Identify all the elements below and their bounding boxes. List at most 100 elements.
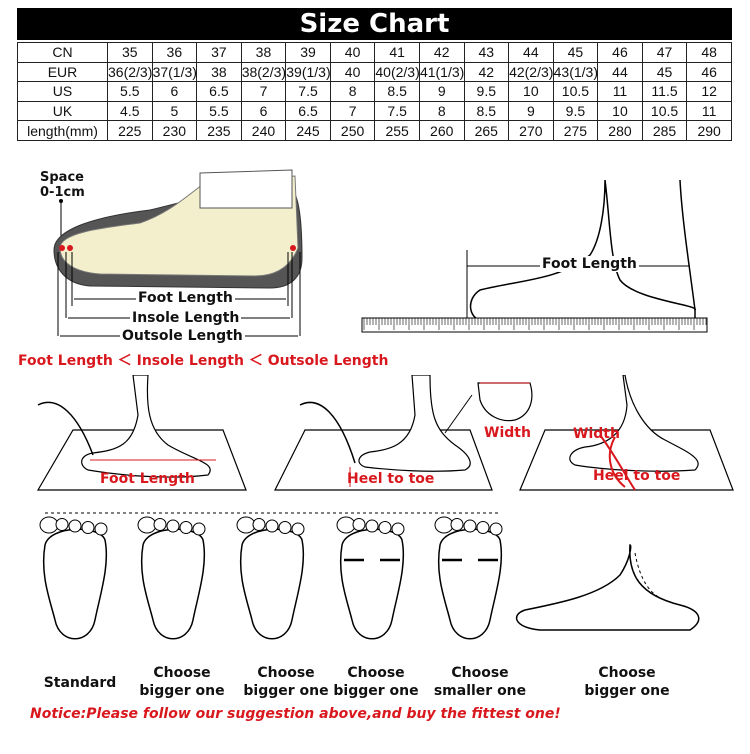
caption-line1: Choose [598,665,656,681]
table-cell: 38 [240,42,287,63]
table-cell: 245 [285,120,331,141]
table-cell: 44 [597,61,643,83]
table-cell: 36 [151,42,198,63]
row-label: length(mm) [17,120,108,141]
table-cell: 235 [196,120,242,141]
step2-label: Heel to toe [347,471,435,487]
table-cell: 42 [463,61,510,83]
space-label-line1: Space [40,170,84,185]
table-cell: 42 [418,42,465,63]
table-cell: 46 [597,42,643,63]
notice-text: Notice:Please follow our suggestion abov… [30,706,561,722]
table-cell: 4.5 [107,100,153,122]
row-label: US [17,81,108,102]
space-label-line2: 0-1cm [40,185,85,200]
step2-illustration [274,375,493,491]
step4-heel-label: Heel to toe [593,468,681,484]
table-cell: 9.5 [552,100,599,122]
step4-width-label: Width [573,426,620,442]
table-cell: 41 [374,42,420,63]
foot-on-ruler-illustration [361,180,708,333]
table-cell: 6.5 [285,100,331,122]
ruler-foot-length-label: Foot Length [540,256,639,272]
table-cell: 285 [641,120,688,141]
step1-label: Foot Length [100,471,195,487]
table-cell: 37(1/3) [151,61,198,83]
foot-length-label: Foot Length [136,290,235,306]
table-cell: 5 [151,100,198,122]
caption-line1: Choose [153,665,211,681]
foot-type-caption: Standard [30,674,130,692]
step3-label: Width [484,425,531,441]
table-cell: 225 [107,120,153,141]
table-cell: 7.5 [374,100,420,122]
table-cell: 11.5 [641,81,688,102]
row-label: CN [17,42,108,63]
table-cell: 43 [463,42,510,63]
table-cell: 275 [552,120,599,141]
table-cell: 10 [508,81,554,102]
caption-line1: Choose [347,665,405,681]
foot-type-caption: Choose bigger one [326,664,426,700]
table-cell: 7 [329,100,376,122]
size-chart-title: Size Chart [17,8,732,40]
table-cell: 38 [196,61,242,83]
table-cell: 38(2/3) [240,61,287,83]
table-cell: 40(2/3) [374,61,420,83]
table-cell: 7.5 [285,81,331,102]
table-cell: 39(1/3) [285,61,331,83]
table-cell: 10 [597,100,643,122]
table-cell: 290 [686,120,732,141]
row-label: EUR [17,61,108,83]
step4-illustration [519,375,734,491]
row-label: UK [17,100,108,122]
table-cell: 47 [641,42,688,63]
table-cell: 5.5 [196,100,242,122]
shoe-illustration [53,169,303,337]
table-cell: 280 [597,120,643,141]
table-cell: 41(1/3) [418,61,465,83]
table-cell: 45 [641,61,688,83]
table-cell: 265 [463,120,510,141]
table-cell: 46 [686,61,732,83]
table-cell: 45 [552,42,599,63]
table-cell: 36(2/3) [107,61,153,83]
table-cell: 9 [508,100,554,122]
table-cell: 48 [686,42,732,63]
table-cell: 43(1/3) [552,61,599,83]
table-cell: 6 [151,81,198,102]
table-cell: 6 [240,100,287,122]
table-cell: 10.5 [552,81,599,102]
table-cell: 7 [240,81,287,102]
foot-outlines [39,512,700,640]
table-cell: 39 [285,42,331,63]
table-cell: 8.5 [463,100,510,122]
caption-line1: Standard [43,675,117,691]
table-cell: 260 [418,120,465,141]
table-cell: 8 [418,100,465,122]
table-cell: 12 [686,81,732,102]
table-cell: 255 [374,120,420,141]
table-cell: 44 [508,42,554,63]
caption-line2: bigger one [333,683,419,699]
table-cell: 35 [107,42,153,63]
length-comparison: Foot Length ＜ Insole Length ＜ Outsole Le… [18,353,389,369]
insole-length-label: Insole Length [130,310,242,326]
table-cell: 8.5 [374,81,420,102]
table-cell: 11 [686,100,732,122]
table-cell: 5.5 [107,81,153,102]
step3-illustration [444,382,533,434]
caption-line1: Choose [257,665,315,681]
table-cell: 8 [329,81,376,102]
table-cell: 37 [196,42,242,63]
